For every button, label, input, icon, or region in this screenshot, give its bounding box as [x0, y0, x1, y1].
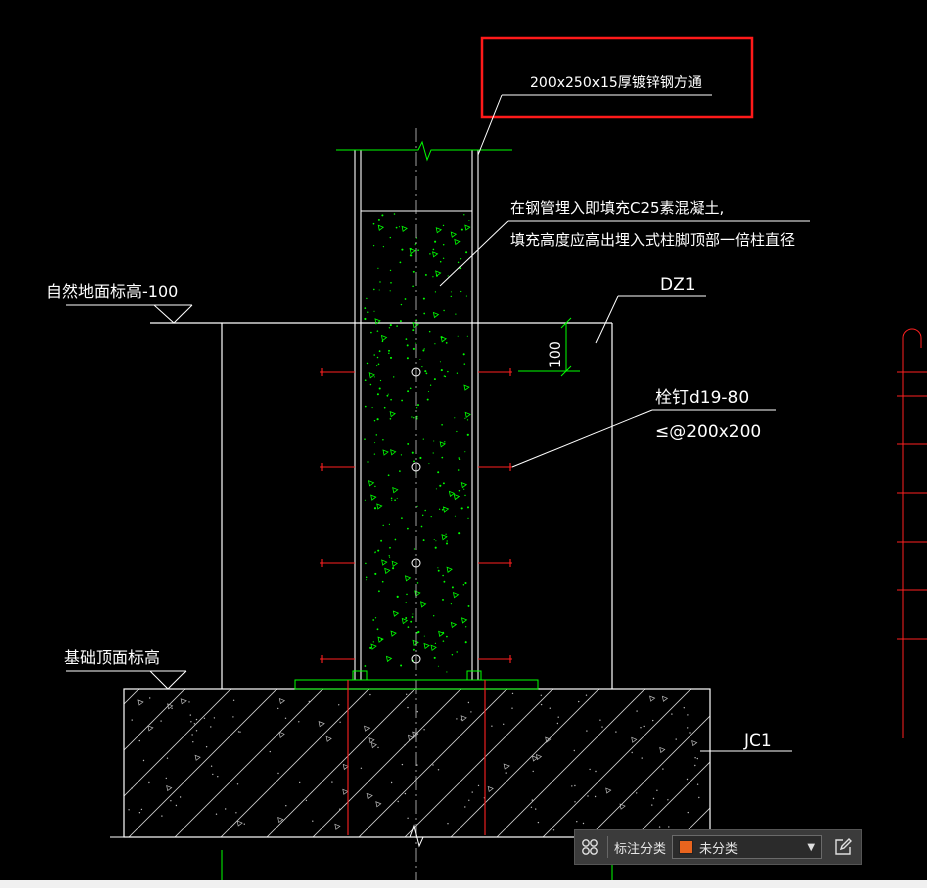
leader-fill-note: [439, 220, 810, 287]
foundation-block: [123, 688, 711, 838]
dimension-100-label: 100: [548, 341, 564, 368]
bottom-break-line: [110, 824, 720, 848]
centerline-node: [411, 654, 421, 664]
tube-spec-label: 200x250x15厚镀锌钢方通: [530, 74, 702, 91]
leader-column-tag: [595, 295, 706, 344]
foundation-concrete-specks: [128, 692, 700, 831]
elevation-mark-foundation: [66, 670, 187, 690]
annotation-category-toolbar: 标注分类 未分类 ▼: [574, 829, 862, 865]
toolbar-divider: [607, 836, 608, 858]
category-select[interactable]: 未分类 ▼: [672, 835, 823, 859]
dimension-100: [518, 317, 580, 377]
edit-icon[interactable]: [828, 830, 858, 864]
anchor-bolts: [347, 680, 486, 835]
pedestal-outline: [150, 322, 613, 689]
chevron-down-icon: ▼: [807, 841, 816, 853]
base-plate: [294, 670, 539, 690]
elevation-ground-label: 自然地面标高-100: [46, 282, 178, 301]
fill-note-line2: 填充高度应高出埋入式柱脚顶部一倍柱直径: [510, 231, 795, 249]
stud-spec-line1: 栓钉d19-80: [655, 388, 749, 408]
grid-icon[interactable]: [575, 830, 605, 864]
category-color-swatch: [679, 840, 694, 854]
leader-tube-spec: [477, 94, 712, 156]
adjacent-drawing-fragment: [897, 328, 927, 738]
elevation-foundation-label: 基础顶面标高: [64, 648, 160, 667]
foundation-tag-label: JC1: [743, 731, 772, 751]
centerline-node: [411, 462, 421, 472]
category-select-value: 未分类: [699, 841, 739, 857]
highlight-box: [480, 36, 754, 119]
bottom-green-ticks: [221, 850, 613, 880]
centerline-node: [411, 367, 421, 377]
fill-note-line1: 在钢管埋入即填充C25素混凝土,: [510, 199, 724, 217]
tube-break-line: [336, 140, 512, 162]
stud-spec-line2: ≤@200x200: [655, 422, 761, 442]
column-tag-label: DZ1: [660, 275, 696, 295]
concrete-fill: [361, 210, 472, 673]
status-strip: [0, 880, 927, 888]
centerline-node: [411, 558, 421, 568]
leader-stud-spec: [511, 409, 776, 468]
steel-tube: [354, 150, 479, 680]
shear-studs: [320, 367, 512, 664]
elevation-mark-ground: [66, 304, 193, 324]
category-label: 标注分类: [614, 841, 667, 857]
